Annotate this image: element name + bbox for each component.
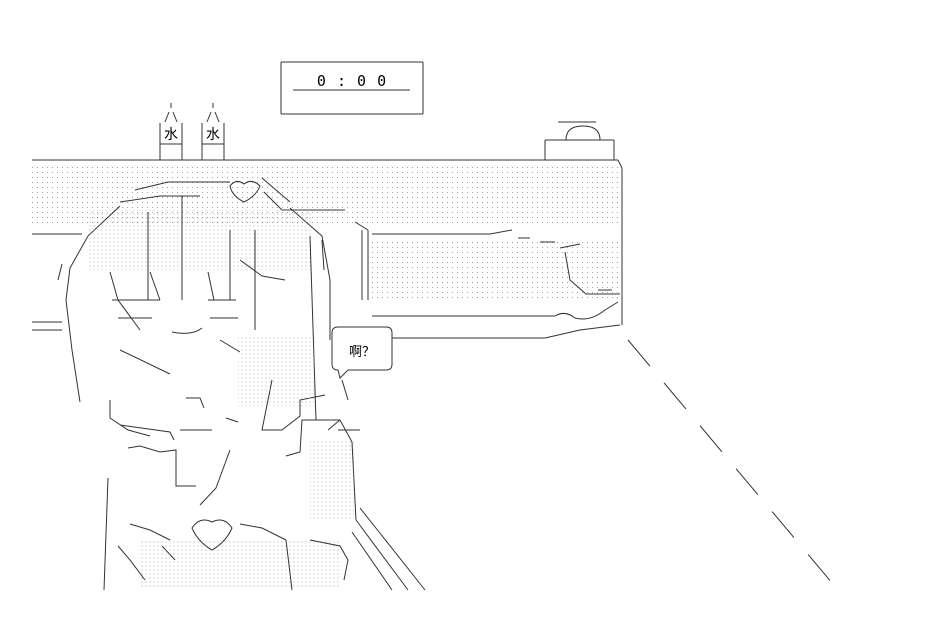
wall-clock: 0 : 0 0 [280, 61, 424, 115]
clock-time: 0 : 0 0 [317, 72, 387, 90]
bottle-label: 水 [206, 127, 220, 143]
bottle-label: 水 [164, 127, 178, 143]
heart-icon [229, 180, 261, 203]
motion-lines [627, 339, 839, 591]
water-bottle: 水 [159, 103, 183, 160]
water-bottle: 水 [201, 103, 225, 160]
character [57, 177, 426, 591]
speech-bubble: 啊？ [331, 326, 393, 379]
counter-box [544, 121, 615, 160]
counter [32, 159, 623, 339]
speech-text: 啊？ [349, 345, 375, 360]
